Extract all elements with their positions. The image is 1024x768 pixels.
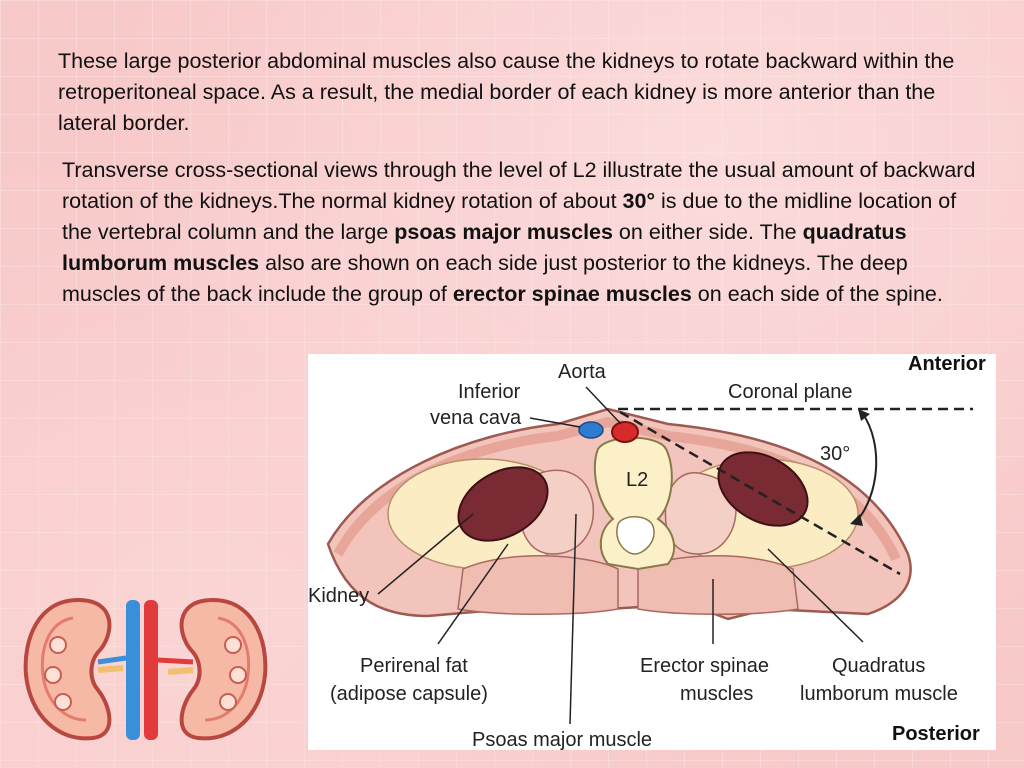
bold-term-psoas: psoas major muscles xyxy=(394,220,613,244)
kidney-illustration xyxy=(23,597,268,741)
angle-arrow-bottom xyxy=(850,514,863,526)
label-erector-line1: Erector spinae xyxy=(640,655,769,677)
aorta-vessel xyxy=(611,421,639,443)
text-segment: on either side. The xyxy=(612,220,803,244)
label-quadratus-line1: Quadratus xyxy=(832,655,925,677)
text-segment: on each side of the spine. xyxy=(691,282,943,306)
label-vertebra: L2 xyxy=(626,469,648,491)
label-aorta: Aorta xyxy=(558,361,607,383)
text-segment: also are shown on each side just posteri… xyxy=(62,251,908,306)
leader-kidney xyxy=(377,513,474,595)
label-ivc-line2: vena cava xyxy=(430,407,522,429)
label-coronal-plane: Coronal plane xyxy=(728,381,853,403)
label-kidney: Kidney xyxy=(308,585,369,607)
label-posterior: Posterior xyxy=(892,723,980,745)
label-perirenal-line2: (adipose capsule) xyxy=(330,683,488,705)
left-kidney-icon xyxy=(23,597,124,741)
label-angle: 30° xyxy=(820,443,850,465)
cross-section-figure: Anterior Posterior Aorta Inferior vena c… xyxy=(308,354,996,750)
label-psoas: Psoas major muscle xyxy=(472,729,652,750)
spinal-canal xyxy=(616,516,655,555)
angle-arrow-top xyxy=(858,409,870,421)
right-back-muscle xyxy=(637,555,799,615)
ivc-vessel xyxy=(578,421,604,439)
cross-section-diagram: Anterior Posterior Aorta Inferior vena c… xyxy=(308,354,986,750)
text-segment: Transverse cross-sectional views through… xyxy=(62,158,976,213)
blood-vessels-icon xyxy=(97,600,194,740)
text-segment: is due to the midline location of the ve… xyxy=(62,189,957,244)
label-quadratus-line2: lumborum muscle xyxy=(800,683,958,705)
label-anterior: Anterior xyxy=(908,354,986,375)
leader-perirenal xyxy=(437,543,509,645)
angle-arc xyxy=(855,413,878,523)
intro-paragraph: These large posterior abdominal muscles … xyxy=(58,49,955,135)
left-kidney xyxy=(457,466,549,542)
description-paragraph: Transverse cross-sectional views through… xyxy=(62,155,982,310)
leader-quadratus xyxy=(767,548,864,643)
leader-psoas xyxy=(569,513,577,725)
kidney-axis-line xyxy=(619,410,901,576)
left-back-muscle xyxy=(457,555,619,615)
bold-term-erector: erector spinae muscles xyxy=(452,282,692,306)
label-perirenal-line1: Perirenal fat xyxy=(360,655,468,677)
right-kidney xyxy=(717,451,809,527)
bold-term-angle: 30° xyxy=(622,189,656,213)
leader-aorta xyxy=(585,386,622,425)
right-kidney-icon xyxy=(167,597,268,741)
leader-ivc xyxy=(529,417,581,428)
label-ivc-line1: Inferior xyxy=(458,381,521,403)
bold-term-quadratus: quadratus lumborum muscles xyxy=(62,220,907,275)
label-erector-line2: muscles xyxy=(680,683,753,705)
